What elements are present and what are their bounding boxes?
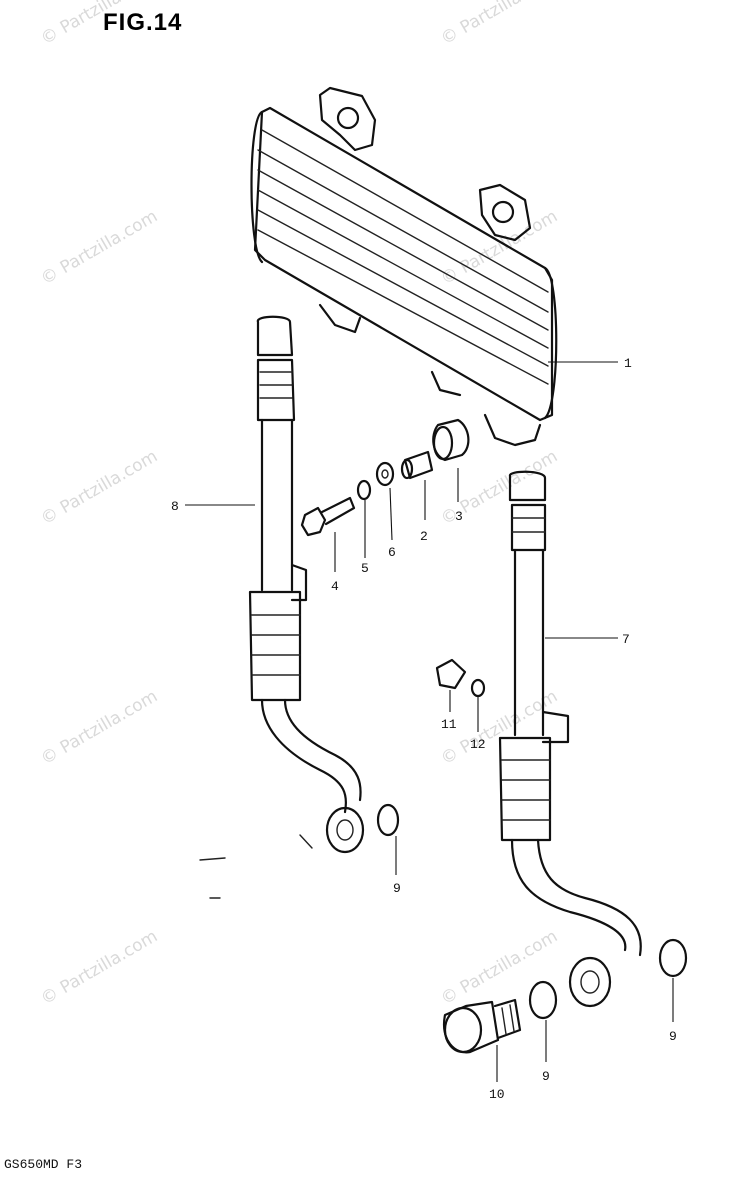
callout-7: 7 xyxy=(622,632,630,647)
callout-4: 4 xyxy=(331,579,339,594)
callout-10: 10 xyxy=(489,1087,505,1102)
lock-washer-part-5 xyxy=(356,479,372,501)
callout-11: 11 xyxy=(441,717,457,732)
union-bolt-part-10 xyxy=(442,998,522,1054)
callout-1: 1 xyxy=(624,356,632,371)
watermark: © Partzilla.com xyxy=(38,926,162,1009)
watermark: © Partzilla.com xyxy=(38,446,162,529)
screw-part-12 xyxy=(470,678,486,698)
oil-hose-part-7 xyxy=(498,470,642,1008)
callout-2: 2 xyxy=(420,529,428,544)
callout-9: 9 xyxy=(393,881,401,896)
bolt-part-4 xyxy=(300,496,356,537)
cushion-part-3 xyxy=(432,418,470,462)
callout-9: 9 xyxy=(542,1069,550,1084)
washer-part-6 xyxy=(375,461,395,487)
callout-6: 6 xyxy=(388,545,396,560)
callout-5: 5 xyxy=(361,561,369,576)
watermark: © Partzilla.com xyxy=(438,206,562,289)
callout-3: 3 xyxy=(455,509,463,524)
leader-lines xyxy=(185,361,674,1082)
callout-labels: 1 2 3 4 5 6 7 8 9 9 9 10 11 12 xyxy=(171,356,677,1102)
watermark: © Partzilla.com xyxy=(438,0,562,49)
collar-part-2 xyxy=(400,450,434,480)
gasket-part-9 xyxy=(528,938,688,1020)
watermark: © Partzilla.com xyxy=(38,206,162,289)
footer-code: GS650MD F3 xyxy=(4,1157,82,1172)
oil-cooler-part-1 xyxy=(250,86,558,447)
watermark: © Partzilla.com xyxy=(38,686,162,769)
clamp-part-11 xyxy=(435,658,467,690)
watermark: © Partzilla.com xyxy=(438,926,562,1009)
figure-title: FIG.14 xyxy=(103,9,182,36)
callout-8: 8 xyxy=(171,499,179,514)
callout-9: 9 xyxy=(669,1029,677,1044)
callout-12: 12 xyxy=(470,737,486,752)
oil-hose-part-8 xyxy=(199,315,400,899)
